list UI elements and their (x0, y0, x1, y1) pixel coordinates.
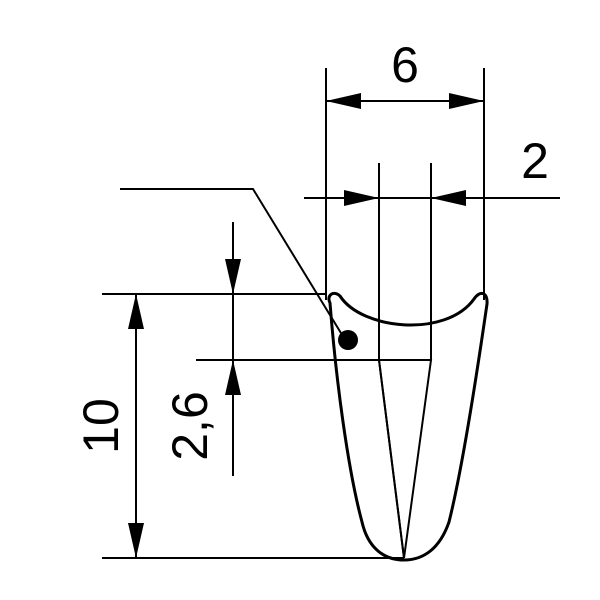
arrowhead-groove-right (431, 190, 466, 206)
arrowhead-height-top (128, 294, 144, 329)
dimension-label-groove-depth: 2,6 (162, 391, 218, 461)
groove-outline (378, 359, 433, 559)
arrowhead-groove-left (344, 190, 379, 206)
dimension-label-groove-width: 2 (521, 133, 549, 189)
arrowhead-width-right (449, 93, 484, 109)
arrowhead-width-left (326, 93, 361, 109)
dimension-label-width: 6 (391, 37, 419, 93)
arrowhead-height-bottom (128, 523, 144, 558)
arrowhead-depth-top (225, 259, 241, 294)
leader-line (120, 188, 345, 339)
groove-centerline-left (378, 359, 405, 559)
profile-outline (327, 291, 489, 562)
dimension-label-height: 10 (73, 398, 129, 454)
leader-dot (338, 330, 358, 350)
arrowhead-depth-bottom (225, 360, 241, 395)
